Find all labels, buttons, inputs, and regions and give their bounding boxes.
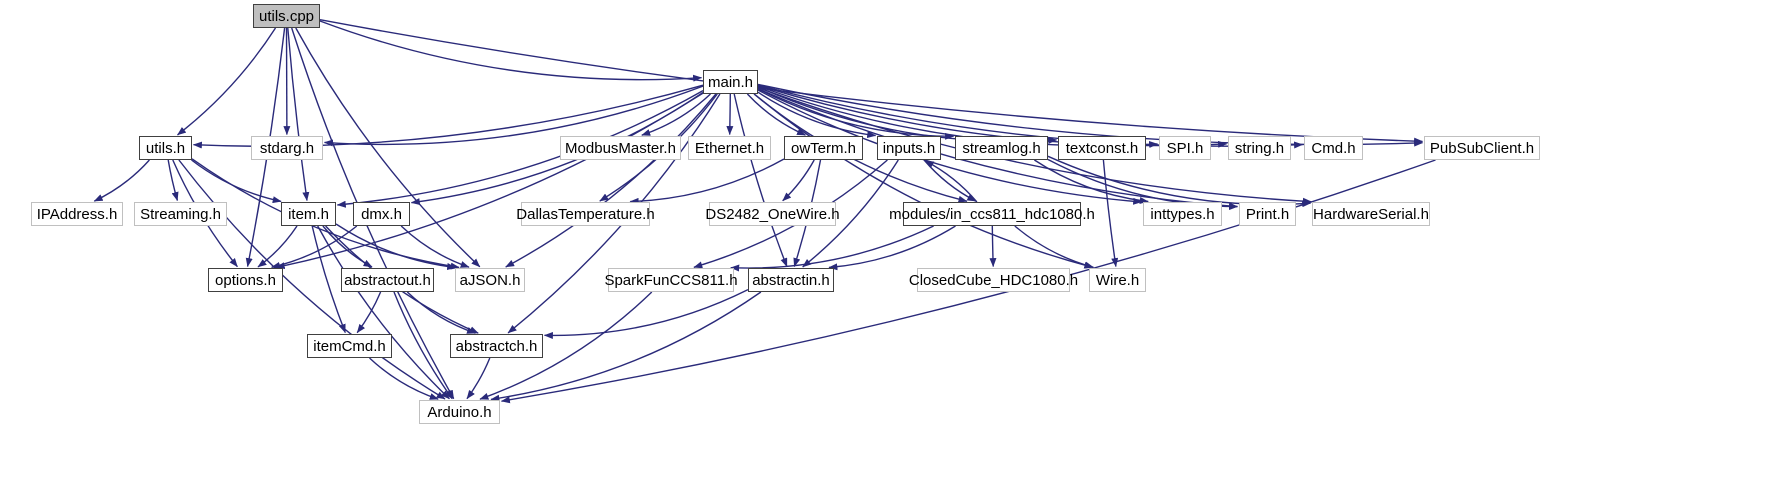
node-closedcube-hdc1080-h[interactable]: ClosedCube_HDC1080.h xyxy=(909,268,1078,292)
node-print-h[interactable]: Print.h xyxy=(1239,202,1296,226)
node-owterm-h[interactable]: owTerm.h xyxy=(784,136,863,160)
edge-itemcmd-h-to-arduino-h xyxy=(369,357,439,400)
edge-main-h-to-abstractin-h xyxy=(733,93,788,268)
node-hardwareserial-h[interactable]: HardwareSerial.h xyxy=(1312,202,1430,226)
node-ajson-h[interactable]: aJSON.h xyxy=(455,268,525,292)
node-abstractch-h[interactable]: abstractch.h xyxy=(450,334,543,358)
edge-main-h-to-hardwareserial-h xyxy=(757,87,1312,205)
edge-main-h-to-ethernet-h xyxy=(726,93,734,136)
node-stdarg-h[interactable]: stdarg.h xyxy=(251,136,323,160)
edge-item-h-to-ajson-h xyxy=(335,223,457,270)
node-string-h[interactable]: string.h xyxy=(1228,136,1291,160)
node-arduino-h[interactable]: Arduino.h xyxy=(419,400,500,424)
edge-utils-h-to-streaming-h xyxy=(167,159,179,202)
edge-abstractin-h-to-abstractch-h xyxy=(543,288,749,339)
node-ds2482-onewire-h[interactable]: DS2482_OneWire.h xyxy=(705,202,840,226)
edge-main-h-to-cmd-h xyxy=(757,84,1304,149)
edge-textconst-h-to-wire-h xyxy=(1102,159,1119,268)
edge-main-h-to-inttypes-h xyxy=(757,89,1143,205)
node-ipaddress-h[interactable]: IPAddress.h xyxy=(31,202,123,226)
edge-modules-ccs811-h-to-sparkfunccs811-h xyxy=(730,225,934,272)
edge-main-h-to-wire-h xyxy=(753,93,1094,269)
edge-utils-h-to-item-h xyxy=(191,159,282,204)
node-wire-h[interactable]: Wire.h xyxy=(1089,268,1146,292)
edge-main-h-to-inputs-h xyxy=(757,91,877,139)
edge-owterm-h-to-dallastemperature-h xyxy=(629,158,785,205)
edge-item-h-to-arduino-h xyxy=(317,225,450,400)
edge-owterm-h-to-ds2482-onewire-h xyxy=(782,159,815,202)
edge-abstractout-h-to-itemcmd-h xyxy=(356,291,382,334)
node-utils-cpp[interactable]: utils.cpp xyxy=(253,4,320,28)
edge-utils-h-to-ipaddress-h xyxy=(93,159,150,202)
node-ethernet-h[interactable]: Ethernet.h xyxy=(688,136,771,160)
edge-abstractout-h-to-abstractch-h xyxy=(406,291,476,334)
edge-dmx-h-to-ajson-h xyxy=(400,225,470,268)
edge-streamlog-h-to-inttypes-h xyxy=(1034,159,1149,204)
node-pubsubclient-h[interactable]: PubSubClient.h xyxy=(1424,136,1540,160)
edge-abstractch-h-to-arduino-h xyxy=(466,357,491,400)
edge-modules-ccs811-h-to-inputs-h xyxy=(924,160,978,203)
node-streaming-h[interactable]: Streaming.h xyxy=(134,202,227,226)
edge-main-h-to-item-h xyxy=(336,89,704,208)
edge-sparkfunccs811-h-to-arduino-h xyxy=(479,291,653,400)
node-utils-h[interactable]: utils.h xyxy=(139,136,192,160)
node-cmd-h[interactable]: Cmd.h xyxy=(1304,136,1363,160)
edge-utils-cpp-to-utils-h xyxy=(177,27,277,136)
edge-utils-cpp-to-item-h xyxy=(287,27,310,202)
edge-item-h-to-abstractout-h xyxy=(322,225,373,268)
node-options-h[interactable]: options.h xyxy=(208,268,283,292)
edge-modules-ccs811-h-to-wire-h xyxy=(1014,225,1094,269)
node-streamlog-h[interactable]: streamlog.h xyxy=(955,136,1048,160)
edge-utils-cpp-to-ajson-h xyxy=(295,27,481,268)
node-inputs-h[interactable]: inputs.h xyxy=(877,136,941,160)
node-itemcmd-h[interactable]: itemCmd.h xyxy=(307,334,392,358)
edge-item-h-to-options-h xyxy=(257,225,298,268)
node-main-h[interactable]: main.h xyxy=(703,70,758,94)
node-abstractin-h[interactable]: abstractin.h xyxy=(748,268,834,292)
edge-utils-cpp-to-pubsubclient-h xyxy=(319,19,1424,145)
edge-utils-cpp-to-main-h xyxy=(319,20,703,82)
edge-main-h-to-owterm-h xyxy=(746,93,806,136)
edge-dmx-h-to-options-h xyxy=(271,225,358,269)
node-inttypes-h[interactable]: inttypes.h xyxy=(1143,202,1222,226)
node-dallastemperature-h[interactable]: DallasTemperature.h xyxy=(516,202,655,226)
edge-main-h-to-ajson-h xyxy=(505,93,717,268)
edge-modules-ccs811-h-to-closedcube-hdc1080-h xyxy=(989,225,997,268)
node-dmx-h[interactable]: dmx.h xyxy=(353,202,410,226)
edge-main-h-to-stdarg-h xyxy=(323,85,704,147)
edge-item-h-to-itemcmd-h xyxy=(311,225,346,334)
edge-inputs-h-to-abstractin-h xyxy=(802,159,899,268)
edge-abstractout-h-to-arduino-h xyxy=(393,291,453,400)
edge-modules-ccs811-h-to-abstractin-h xyxy=(828,225,956,271)
node-sparkfunccs811-h[interactable]: SparkFunCCS811.h xyxy=(604,268,738,292)
node-textconst-h[interactable]: textconst.h xyxy=(1058,136,1146,160)
edge-main-h-to-options-h xyxy=(275,92,704,270)
edge-pubsubclient-h-to-arduino-h xyxy=(500,159,1436,404)
edge-utils-h-to-arduino-h xyxy=(178,159,446,400)
node-item-h[interactable]: item.h xyxy=(281,202,336,226)
node-abstractout-h[interactable]: abstractout.h xyxy=(341,268,434,292)
edge-inputs-h-to-modules-ccs811-h xyxy=(923,159,977,202)
node-modbusmaster-h[interactable]: ModbusMaster.h xyxy=(560,136,681,160)
edge-abstractin-h-to-arduino-h xyxy=(490,291,762,402)
edge-streamlog-h-to-hardwareserial-h xyxy=(1047,155,1312,208)
edge-main-h-to-print-h xyxy=(757,88,1239,210)
edge-main-h-to-modbusmaster-h xyxy=(641,93,711,136)
node-modules-ccs811-h[interactable]: modules/in_ccs811_hdc1080.h xyxy=(889,202,1095,226)
node-spi-h[interactable]: SPI.h xyxy=(1159,136,1211,160)
